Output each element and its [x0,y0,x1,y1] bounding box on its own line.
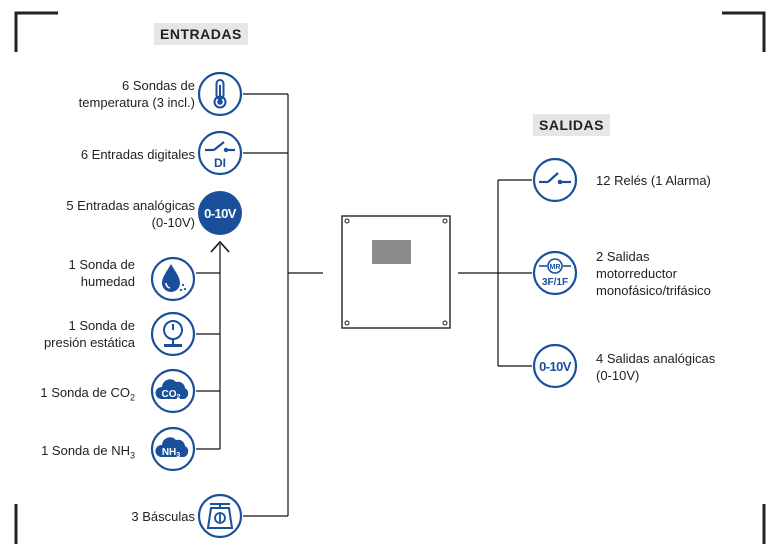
analog-input-icon: 0-10V [198,191,242,235]
corner-top-left [14,11,58,52]
controller-box [341,215,451,329]
output-label-motor: 2 Salidas motorreductor monofásico/trifá… [596,249,711,298]
svg-text:3F/1F: 3F/1F [542,277,568,288]
output-label-analog: 4 Salidas analógicas (0-10V) [596,351,716,383]
up-arrow [210,240,230,253]
svg-text:DI: DI [214,156,226,170]
humidity-drop-icon [150,256,196,302]
motor-reducer-icon: MR 3F/1F [532,250,578,296]
nh3-cloud-icon: NH3 [150,426,196,472]
outputs-header: SALIDAS [533,114,610,136]
output-label-relays: 12 Relés (1 Alarma) [596,173,711,188]
input-label-analog: 5 Entradas analógicas (0-10V) [66,198,195,230]
svg-text:0-10V: 0-10V [539,359,572,374]
input-label-digital: 6 Entradas digitales [80,147,195,162]
co2-cloud-icon: CO2 [150,368,196,414]
svg-text:0-10V: 0-10V [204,206,237,221]
svg-text:MR: MR [550,264,561,271]
inputs-header: ENTRADAS [154,23,248,45]
svg-text:NH3: NH3 [162,447,180,459]
svg-text:CO2: CO2 [162,389,181,401]
input-label-nh3: 1 Sonda de NH3 [41,443,135,461]
input-label-pressure: 1 Sonda de presión estática [43,318,135,350]
digital-input-icon: DI [197,130,243,176]
input-label-humidity: 1 Sonda de humedad [68,257,135,289]
scale-icon [197,493,243,539]
analog-output-icon: 0-10V [532,343,578,389]
relay-switch-icon [532,157,578,203]
pressure-gauge-icon [150,311,196,357]
input-label-scales: 3 Básculas [131,509,195,524]
input-label-temperature: 6 Sondas de temperatura (3 incl.) [78,78,195,110]
controller-screen [372,240,411,264]
corner-top-right [722,11,766,52]
input-label-co2: 1 Sonda de CO2 [40,385,135,403]
thermometer-icon [197,71,243,117]
